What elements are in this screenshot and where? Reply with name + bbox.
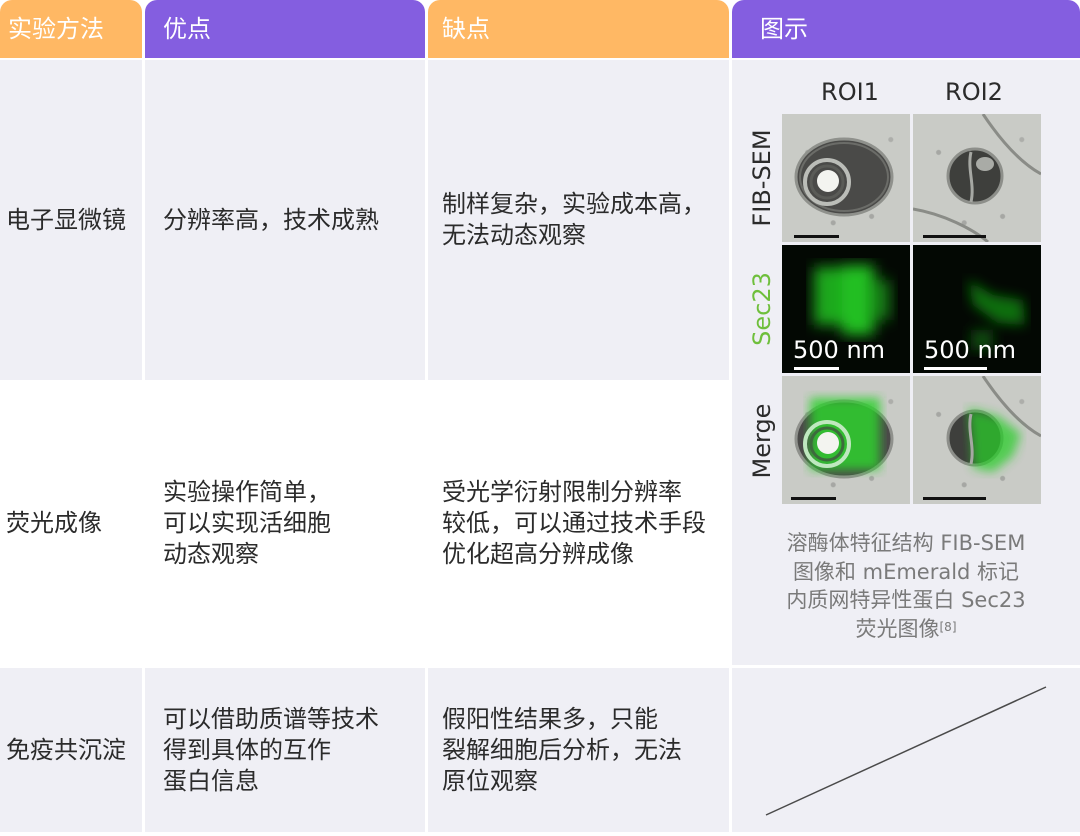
row-2-pros-text: 实验操作简单， 可以实现活细胞 动态观察: [163, 478, 331, 568]
row-3-cons: 假阳性结果多，只能 裂解细胞后分析，无法 原位观察: [428, 668, 729, 832]
header-figure: 图示: [732, 0, 1080, 58]
scale-bar: [923, 235, 986, 238]
row-3-method-text: 免疫共沉淀: [6, 735, 126, 764]
row-2-cons-text: 受光学衍射限制分辨率 较低，可以通过技术手段 优化超高分辨成像: [442, 478, 706, 568]
row-3-pros: 可以借助质谱等技术 得到具体的互作 蛋白信息: [145, 668, 425, 832]
sec23-roi1-image: 500 nm: [782, 245, 910, 373]
row-3-cons-text: 假阳性结果多，只能 裂解细胞后分析，无法 原位观察: [442, 704, 682, 795]
figure-caption: 溶酶体特征结构 FIB-SEM 图像和 mEmerald 标记 内质网特异性蛋白…: [732, 529, 1080, 643]
row-2-pros: 实验操作简单， 可以实现活细胞 动态观察: [145, 382, 425, 665]
row-1-cons-text: 制样复杂，实验成本高， 无法动态观察: [442, 190, 706, 249]
caption-last-text: 荧光图像: [855, 616, 940, 641]
row-2-method-text: 荧光成像: [6, 509, 102, 537]
scale-bar: [794, 235, 839, 238]
header-method-label: 实验方法: [8, 15, 104, 43]
scale-bar: [791, 497, 836, 500]
fibsem-roi2-image: [913, 114, 1041, 242]
figure-row-fibsem: FIB-SEM: [748, 129, 776, 227]
row-3-figure-empty: [732, 668, 1080, 832]
caption-reference: [8]: [939, 619, 957, 634]
header-cons: 缺点: [428, 0, 729, 58]
figure-col-roi1: ROI1: [821, 78, 879, 106]
header-method: 实验方法: [0, 0, 142, 58]
sec23-roi2-image: 500 nm: [913, 245, 1041, 373]
scale-label: 500 nm: [924, 336, 1017, 364]
scale-bar: [924, 367, 987, 370]
row-1-cons: 制样复杂，实验成本高， 无法动态观察: [428, 60, 729, 380]
header-figure-label: 图示: [760, 15, 808, 43]
figure-row-merge: Merge: [748, 403, 776, 479]
row-1-method: 电子显微镜: [0, 60, 142, 380]
row-1-pros-text: 分辨率高，技术成熟: [163, 205, 379, 234]
header-pros-label: 优点: [163, 15, 211, 43]
row-1-method-text: 电子显微镜: [6, 205, 126, 234]
scale-bar: [794, 367, 839, 370]
fibsem-roi1-image: [782, 114, 910, 242]
caption-line-1: 溶酶体特征结构 FIB-SEM: [786, 531, 1026, 555]
scale-label: 500 nm: [793, 336, 886, 364]
row-1-pros: 分辨率高，技术成熟: [145, 60, 425, 380]
row-3-pros-text: 可以借助质谱等技术 得到具体的互作 蛋白信息: [163, 704, 379, 795]
row-3-method: 免疫共沉淀: [0, 668, 142, 832]
figure-col-roi2: ROI2: [945, 78, 1003, 106]
diagonal-slash-icon: [765, 686, 1047, 816]
merge-roi2-image: [913, 376, 1041, 504]
caption-line-4: 荧光图像[8]: [732, 615, 1080, 644]
row-2-method: 荧光成像: [0, 382, 142, 665]
row-2-cons: 受光学衍射限制分辨率 较低，可以通过技术手段 优化超高分辨成像: [428, 382, 729, 665]
header-cons-label: 缺点: [442, 15, 490, 43]
scale-bar: [923, 497, 986, 500]
caption-line-2: 图像和 mEmerald 标记: [792, 559, 1020, 584]
figure-row-sec23: Sec23: [748, 272, 776, 346]
merge-roi1-image: [782, 376, 910, 504]
header-pros: 优点: [145, 0, 425, 58]
caption-line-3: 内质网特异性蛋白 Sec23: [786, 588, 1026, 612]
